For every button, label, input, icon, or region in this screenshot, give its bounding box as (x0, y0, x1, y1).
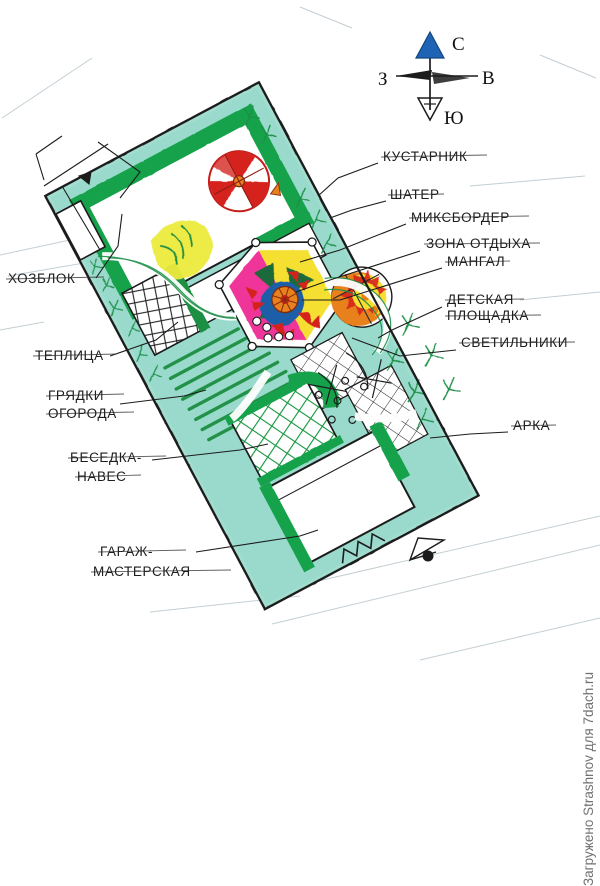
walkways (102, 252, 418, 423)
compass-south-arrow (416, 97, 444, 122)
watermark-text: Загружено Strashnov для 7dach.ru (581, 672, 596, 886)
plot-outline (43, 80, 481, 611)
pencil-construction-lines (0, 6, 600, 661)
shrub-strip-left (89, 258, 163, 382)
compass-label-south: Ю (444, 108, 464, 129)
compass-rose: С З В Ю (378, 30, 495, 129)
miksborder-bed (151, 220, 213, 280)
dimension-marks (35, 135, 141, 251)
playground-circle (331, 266, 393, 328)
leader-lines (95, 162, 509, 553)
entrance-gate (341, 532, 386, 564)
shater-tent (208, 150, 282, 213)
label-underlines (5, 154, 576, 573)
walkway-outlines (97, 255, 392, 356)
compass-label-west: З (378, 69, 388, 90)
garazh-building (259, 420, 416, 573)
compass-label-east: В (482, 68, 495, 89)
entrance-arrow (408, 537, 447, 562)
compass-west-wing (396, 70, 432, 80)
compass-east-wing (432, 72, 470, 84)
watermark: Загружено Strashnov для 7dach.ru (578, 372, 596, 886)
besedka-gazebo (224, 373, 344, 487)
plot-group (43, 80, 481, 611)
stepping-stones (252, 316, 294, 343)
compass-label-north: С (452, 34, 465, 55)
patio-hexagon (214, 237, 348, 353)
compass-north-arrow (414, 30, 446, 59)
hedge-bands (287, 371, 340, 409)
